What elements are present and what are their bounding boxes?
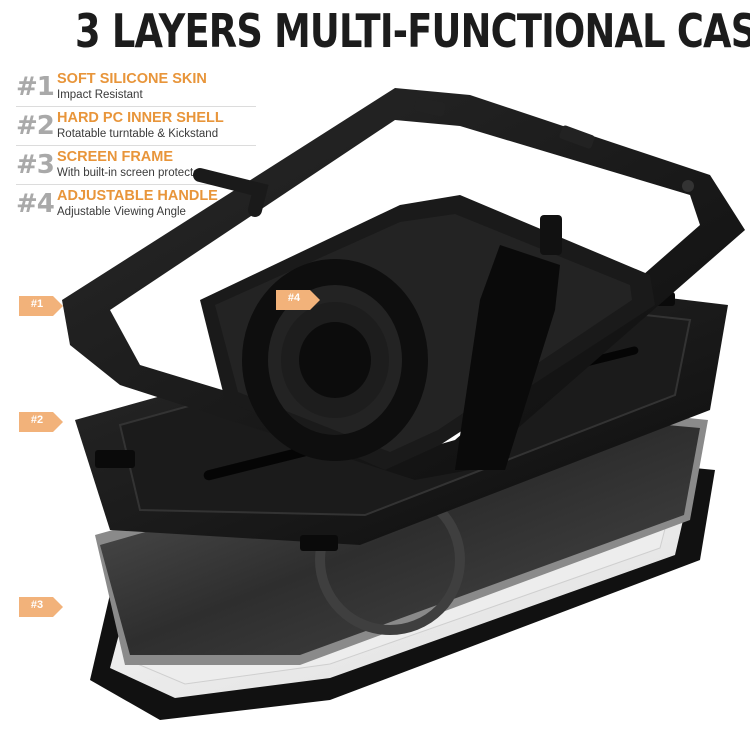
- feature-item: #2 HARD PC INNER SHELL Rotatable turntab…: [16, 109, 256, 146]
- tag-label: #2: [30, 414, 44, 426]
- callout-tag-3: #3: [19, 597, 63, 617]
- feature-title: SCREEN FRAME: [57, 149, 174, 165]
- tag-arrow-shape: [19, 412, 63, 432]
- callout-tag-4: #4: [276, 290, 320, 310]
- feature-item: #4 ADJUSTABLE HANDLE Adjustable Viewing …: [16, 187, 256, 223]
- feature-number: #2: [16, 111, 55, 141]
- tag-label: #4: [287, 292, 301, 304]
- feature-list: #1 SOFT SILICONE SKIN Impact Resistant #…: [16, 70, 256, 225]
- feature-item: #1 SOFT SILICONE SKIN Impact Resistant: [16, 70, 256, 107]
- back-cover-with-handle: [200, 195, 655, 470]
- feature-subtitle: Adjustable Viewing Angle: [57, 206, 186, 218]
- feature-subtitle: Impact Resistant: [57, 89, 143, 101]
- callout-tag-1: #1: [19, 296, 63, 316]
- feature-title: ADJUSTABLE HANDLE: [57, 188, 218, 204]
- feature-number: #4: [16, 189, 55, 219]
- feature-title: HARD PC INNER SHELL: [57, 110, 224, 126]
- tag-arrow-shape: [19, 597, 63, 617]
- page-title: 3 LAYERS MULTI-FUNCTIONAL CASE: [75, 4, 750, 58]
- feature-subtitle: Rotatable turntable & Kickstand: [57, 128, 219, 140]
- feature-number: #1: [16, 72, 55, 102]
- tag-arrow-shape: [19, 296, 63, 316]
- feature-number: #3: [16, 150, 55, 180]
- tag-arrow-shape: [276, 290, 320, 310]
- tag-label: #3: [30, 599, 44, 611]
- tag-label: #1: [30, 298, 44, 310]
- callout-tag-2: #2: [19, 412, 63, 432]
- feature-item: #3 SCREEN FRAME With built-in screen pro…: [16, 148, 256, 185]
- feature-title: SOFT SILICONE SKIN: [57, 71, 207, 87]
- feature-subtitle: With built-in screen protector: [57, 167, 204, 179]
